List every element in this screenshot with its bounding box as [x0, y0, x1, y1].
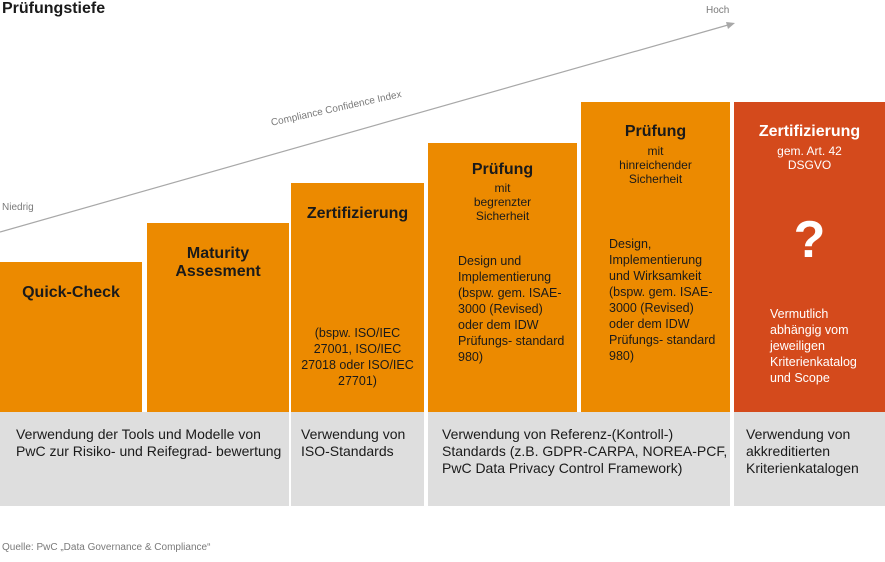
step-title: Zertifizierung — [306, 205, 409, 222]
question-mark-icon: ? — [793, 211, 826, 269]
step-subtitle: gem. Art. 42 DSGVO — [777, 144, 842, 172]
step-certification-iso: Zertifizierung (bspw. ISO/IEC 27001, ISO… — [291, 183, 424, 412]
step-reasonable-assurance: Prüfung mit hinreichender Sicherheit Des… — [581, 102, 730, 412]
step-limited-assurance: Prüfung mit begrenzter Sicherheit Design… — [428, 143, 577, 412]
step-title: Prüfung — [471, 161, 534, 178]
usage-iso-standards: Verwendung von ISO-Standards — [291, 412, 424, 506]
step-body: Vermutlich abhängig vom jeweiligen Krite… — [770, 307, 857, 385]
step-body: Design und Implementierung (bspw. gem. I… — [458, 254, 565, 364]
usage-tools-models: Verwendung der Tools und Modelle von PwC… — [0, 412, 289, 506]
page-title: Prüfungstiefe — [2, 0, 106, 17]
step-subtitle: mit begrenzter Sicherheit — [473, 181, 532, 223]
step-title: Maturity Assesment — [175, 245, 261, 280]
step-certification-gdpr: Zertifizierung gem. Art. 42 DSGVO ? Verm… — [734, 102, 885, 412]
step-title: Prüfung — [624, 123, 687, 140]
usage-reference-standards: Verwendung von Referenz-(Kontroll-) Stan… — [428, 412, 730, 506]
axis-high-label: Hoch — [706, 5, 730, 16]
step-title: Quick-Check — [22, 284, 120, 301]
usage-criteria-catalogs: Verwendung von akkreditierten Kriterienk… — [734, 412, 885, 506]
step-body: Design, Implementierung und Wirksamkeit … — [609, 237, 716, 363]
step-quick-check: Quick-Check — [0, 262, 142, 412]
step-subtitle: mit hinreichender Sicherheit — [619, 144, 692, 186]
step-maturity-assessment: Maturity Assesment — [147, 223, 289, 412]
axis-low-label: Niedrig — [2, 202, 34, 213]
step-body: (bspw. ISO/IEC 27001, ISO/IEC 27018 oder… — [301, 326, 414, 388]
source-note: Quelle: PwC „Data Governance & Complianc… — [2, 542, 211, 553]
step-title: Zertifizierung — [758, 123, 861, 140]
